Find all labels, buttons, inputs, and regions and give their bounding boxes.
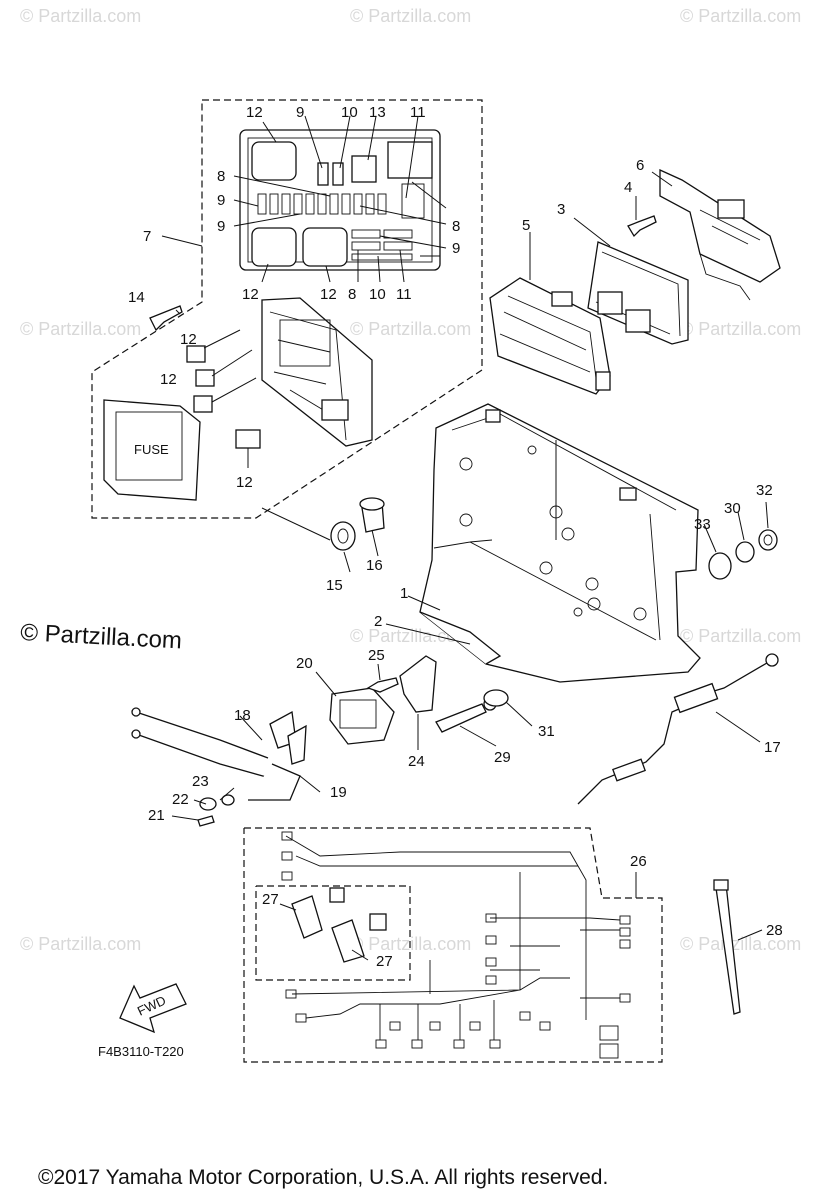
bolt-14 [149,305,183,332]
bolt-25 [366,677,399,693]
callout-23: 23 [192,773,209,790]
battery-cables [131,707,307,827]
callout-12e: 12 [160,371,177,388]
cable-tie [713,879,741,1015]
callout-25: 25 [368,647,385,664]
callout-10a: 10 [341,104,358,121]
washer-30 [735,541,755,563]
callout-27b: 27 [376,953,393,970]
callout-6: 6 [636,157,644,174]
fuse-box-assembly: FUSE [91,99,483,519]
callout-5: 5 [522,217,530,234]
callout-4: 4 [624,179,632,196]
callout-17: 17 [764,739,781,756]
callout-8b: 8 [452,218,460,235]
callout-labels: 12 9 10 13 11 8 9 9 8 9 7 12 12 8 10 11 … [128,104,783,970]
watermark-9: © Partzilla.com [20,934,141,954]
watermark-4: © Partzilla.com [20,319,141,339]
diagram-code: F4B3110-T220 [98,1044,184,1059]
watermark-5: © Partzilla.com [350,319,471,339]
washer-31 [483,689,509,707]
nut-32 [758,529,778,551]
callout-31: 31 [538,723,555,740]
ecu-unit [587,241,689,345]
relay-20 [329,687,395,745]
callout-27a: 27 [262,891,279,908]
callout-9c: 9 [217,218,225,235]
fuse-cover-label: FUSE [134,442,169,457]
callout-32: 32 [756,482,773,499]
mounting-plate [419,403,701,683]
callout-16: 16 [366,557,383,574]
watermark-8: © Partzilla.com [680,626,801,646]
callout-1: 1 [400,585,408,602]
callout-21: 21 [148,807,165,824]
callout-20: 20 [296,655,313,672]
leader-lines [161,115,769,961]
callout-2: 2 [374,613,382,630]
callout-12b: 12 [242,286,259,303]
watermark-main: © Partzilla.com [20,619,183,654]
callout-3: 3 [557,201,565,218]
bolt-4 [627,215,657,238]
watermark-1: © Partzilla.com [20,6,141,26]
callout-29: 29 [494,749,511,766]
bracket-24 [399,655,437,713]
callout-26: 26 [630,853,647,870]
callout-24: 24 [408,753,425,770]
watermark-11: © Partzilla.com [680,934,801,954]
callout-22: 22 [172,791,189,808]
callout-8a: 8 [217,168,225,185]
callout-9d: 9 [452,240,460,257]
callout-18: 18 [234,707,251,724]
watermark-7: © Partzilla.com [350,626,471,646]
callout-7: 7 [143,228,151,245]
watermark-2: © Partzilla.com [350,6,471,26]
collar-16 [359,497,385,533]
callout-12f: 12 [236,474,253,491]
watermarks: © Partzilla.com © Partzilla.com © Partzi… [20,6,802,954]
callout-12a: 12 [246,104,263,121]
callout-9a: 9 [296,104,304,121]
callout-13: 13 [369,104,386,121]
callout-11a: 11 [410,104,426,121]
callout-28: 28 [766,922,783,939]
callout-9b: 9 [217,192,225,209]
copyright-notice: ©2017 Yamaha Motor Corporation, U.S.A. A… [38,1166,608,1189]
wire-harness [243,827,663,1063]
callout-15: 15 [326,577,343,594]
callout-12d: 12 [180,331,197,348]
watermark-10: © Partzilla.com [350,934,471,954]
callout-8c: 8 [348,286,356,303]
watermark-6: © Partzilla.com [680,319,801,339]
callout-19: 19 [330,784,347,801]
control-unit [489,277,611,395]
cable-17 [577,653,779,805]
fwd-arrow: FWD [119,983,187,1034]
collar-33 [708,552,732,580]
callout-30: 30 [724,500,741,517]
callout-33: 33 [694,516,711,533]
callout-12c: 12 [320,286,337,303]
grommet-15 [330,521,356,551]
bracket [659,168,781,301]
callout-10b: 10 [369,286,386,303]
callout-11b: 11 [396,286,412,303]
callout-14: 14 [128,289,145,306]
watermark-3: © Partzilla.com [680,6,801,26]
